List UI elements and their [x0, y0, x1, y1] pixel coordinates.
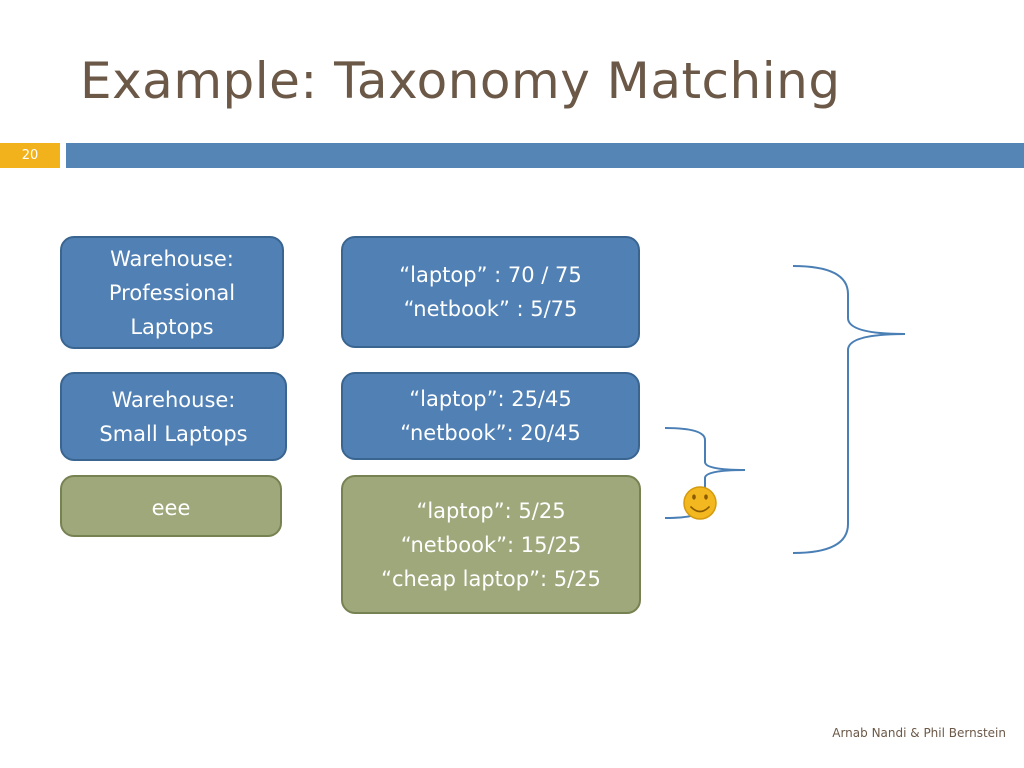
slide-title: Example: Taxonomy Matching: [80, 52, 841, 110]
curly-brace-icon: [792, 265, 906, 554]
slide-footer: Arnab Nandi & Phil Bernstein: [832, 726, 1006, 740]
box-text-line: “cheap laptop”: 5/25: [381, 566, 601, 591]
smiley-face-icon: [683, 486, 717, 520]
box-text-line: Warehouse:: [110, 246, 234, 271]
box-text-line: “laptop”: 5/25: [416, 498, 566, 523]
box-text-line: Laptops: [130, 314, 214, 339]
box-text-line: “netbook”: 20/45: [400, 421, 581, 445]
box-text-line: “netbook”: 15/25: [400, 532, 582, 557]
box-text-line: “netbook” : 5/75: [403, 297, 578, 321]
box-text-line: “laptop” : 70 / 75: [399, 263, 582, 287]
distribution-professional-laptops-box: “laptop” : 70 / 75 “netbook” : 5/75: [341, 236, 640, 348]
box-text-line: eee: [151, 496, 191, 520]
box-text-line: Professional: [108, 280, 236, 305]
box-text-line: Small Laptops: [99, 421, 248, 446]
warehouse-small-laptops-box: Warehouse: Small Laptops: [60, 372, 287, 461]
distribution-small-laptops-box: “laptop”: 25/45 “netbook”: 20/45: [341, 372, 640, 460]
warehouse-professional-laptops-box: Warehouse: Professional Laptops: [60, 236, 284, 349]
title-divider-bar: [66, 143, 1024, 168]
distribution-eee-box: “laptop”: 5/25 “netbook”: 15/25 “cheap l…: [341, 475, 641, 614]
eee-box: eee: [60, 475, 282, 537]
box-text-line: “laptop”: 25/45: [409, 387, 572, 411]
box-text-line: Warehouse:: [111, 387, 236, 412]
page-number: 20: [0, 143, 60, 168]
